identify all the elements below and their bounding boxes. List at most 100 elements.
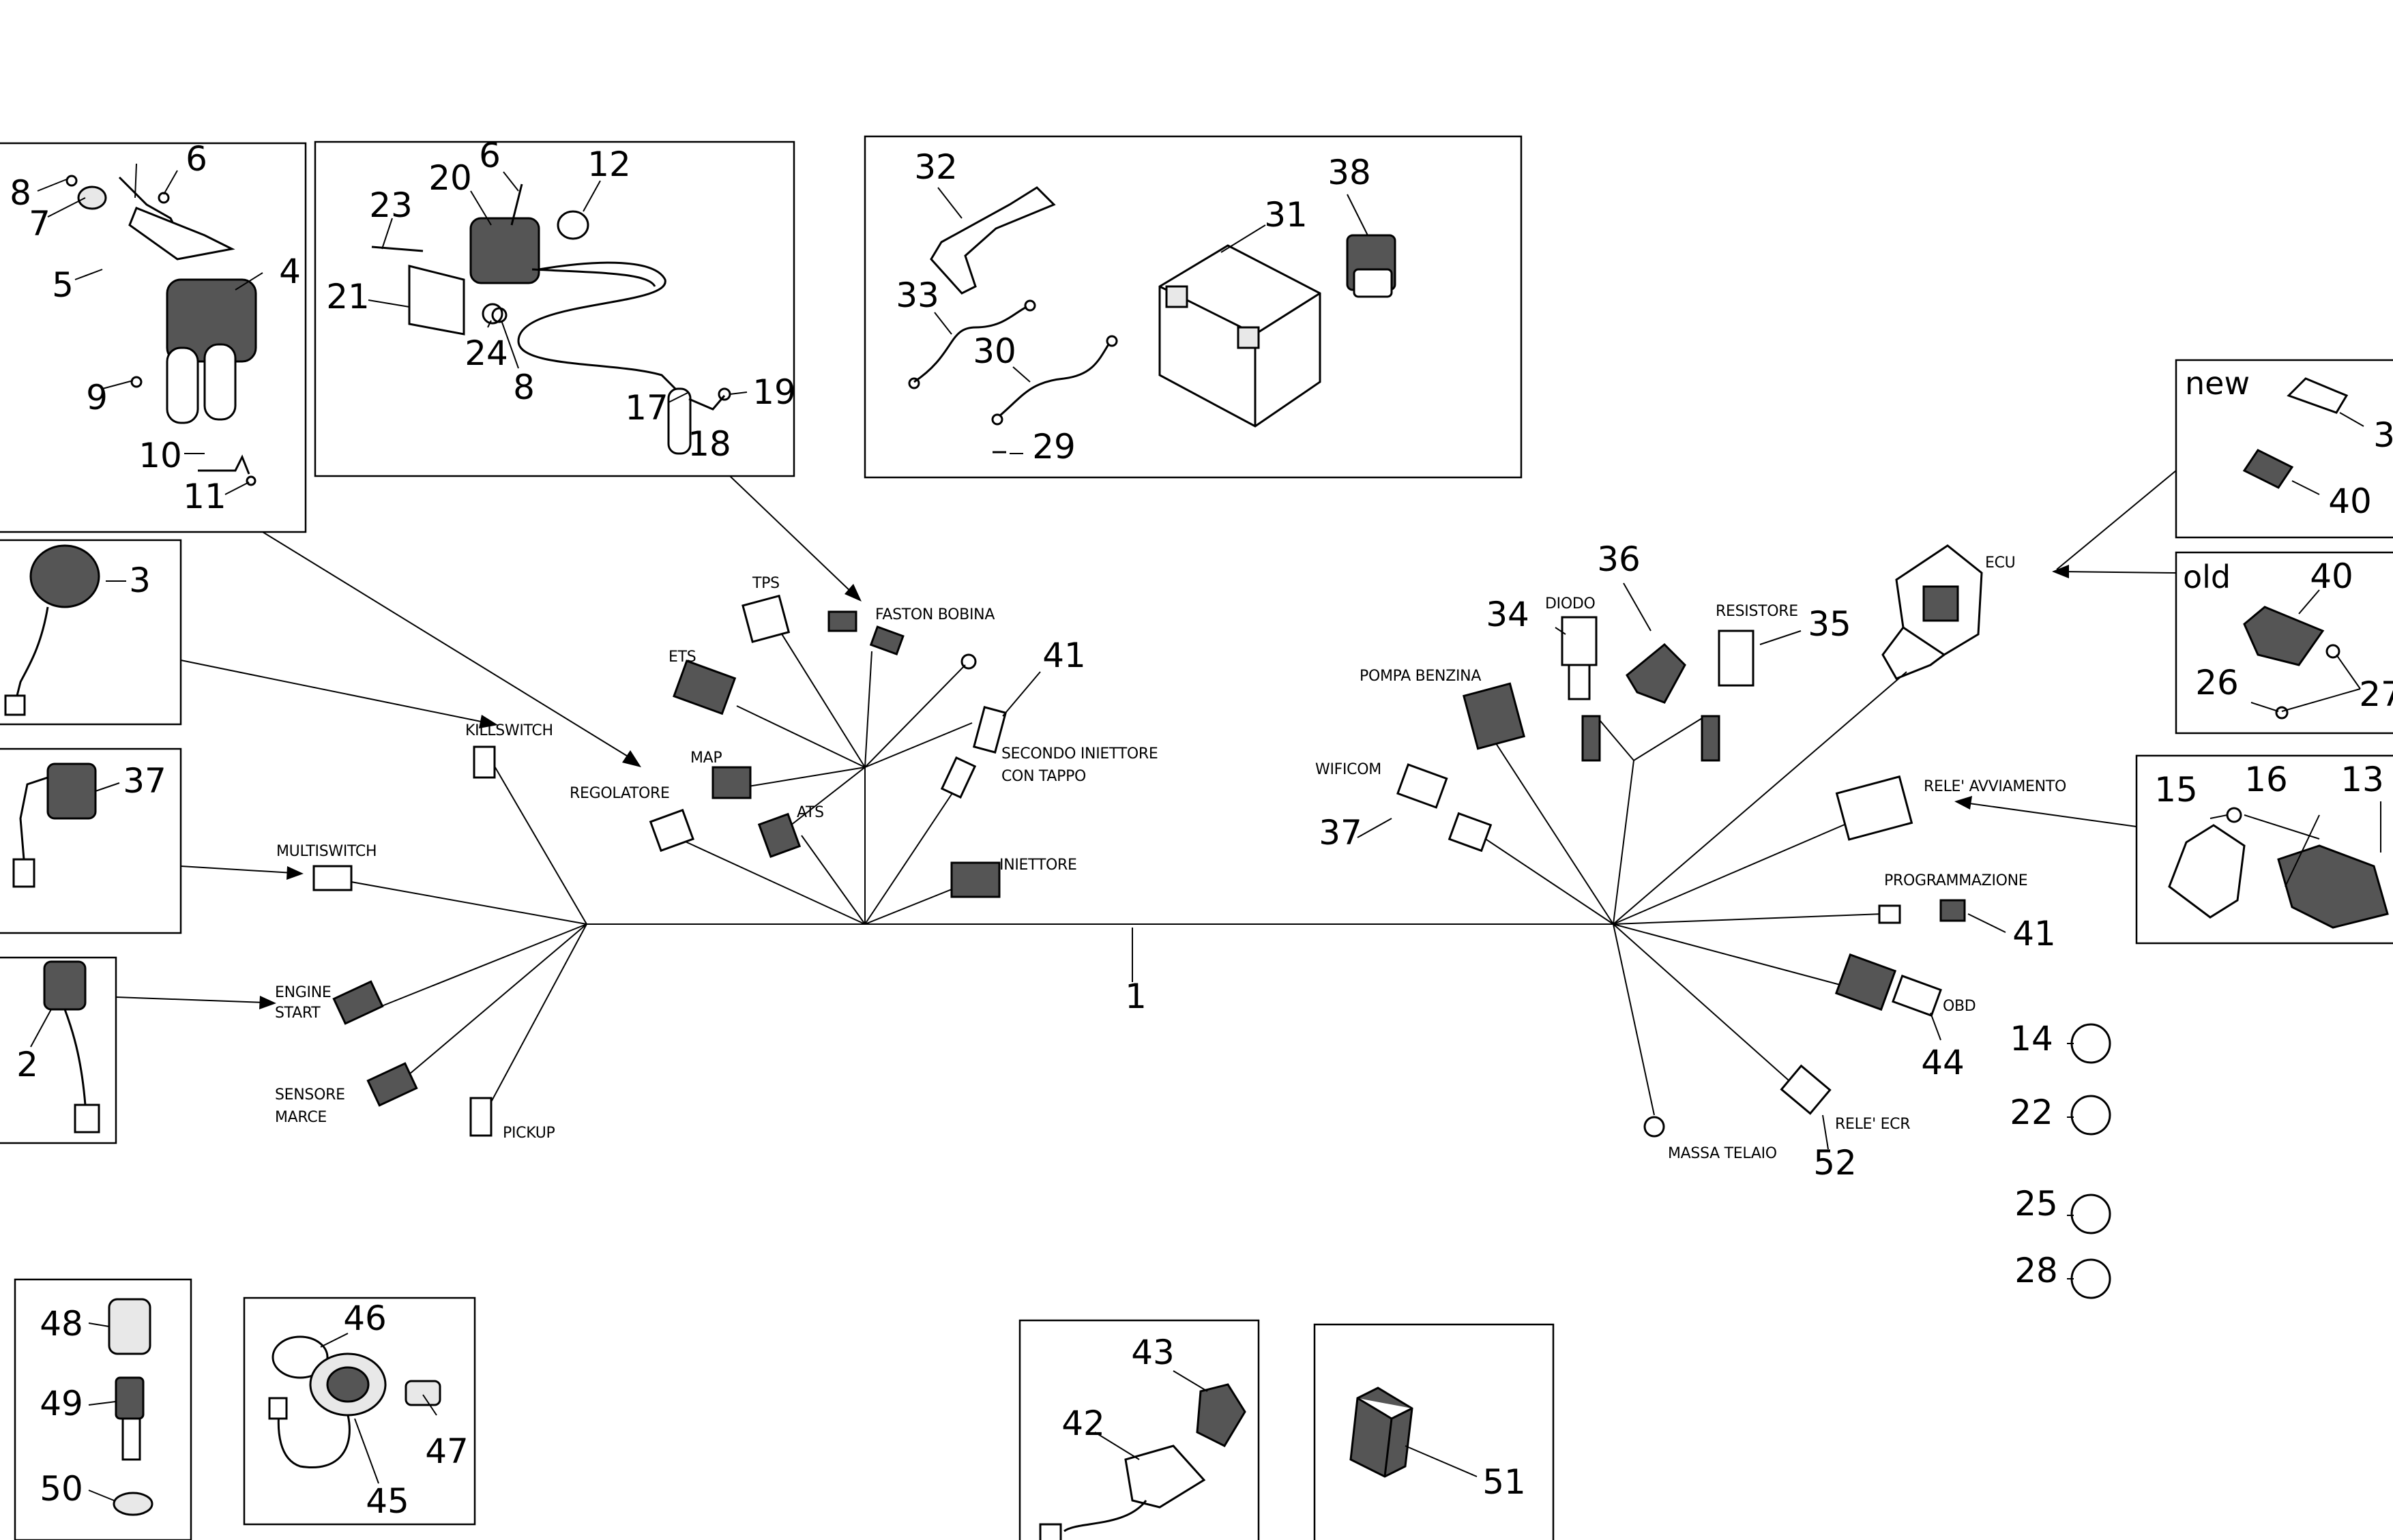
label-massa-telaio: MASSA TELAIO: [1668, 1145, 1777, 1162]
callout-28: 28: [2014, 1251, 2058, 1290]
box-sensor-45-47: [243, 1297, 476, 1526]
box-switch-37: [0, 747, 182, 934]
box-relay-assembly: [2135, 754, 2393, 945]
label-multiswitch: MULTISWITCH: [276, 843, 377, 860]
callout-16: 16: [2244, 760, 2288, 799]
label-new: new: [2185, 365, 2250, 402]
callout-4: 4: [279, 252, 301, 291]
label-resistore: RESISTORE: [1716, 603, 1798, 620]
callout-21: 21: [326, 277, 370, 316]
box-regulator-assembly: [0, 142, 307, 533]
callout-30: 30: [973, 331, 1016, 371]
callout-10: 10: [138, 436, 182, 475]
callout-31: 31: [1264, 195, 1308, 235]
callout-37a: 37: [123, 761, 166, 801]
box-battery-assembly: [864, 135, 1523, 479]
label-sensore-marce-1: SENSORE: [275, 1086, 345, 1104]
box-ecu-42-43: [1018, 1319, 1260, 1540]
callout-26: 26: [2195, 663, 2239, 702]
label-tps: TPS: [752, 575, 780, 592]
label-engine-start-1: ENGINE: [275, 984, 331, 1001]
callout-1: 1: [1125, 977, 1147, 1016]
callout-17: 17: [625, 388, 669, 428]
box-sensor-48-50: [14, 1278, 192, 1540]
callout-46: 46: [343, 1299, 387, 1338]
callout-45: 45: [366, 1481, 409, 1521]
callout-11: 11: [183, 477, 226, 516]
callout-23: 23: [369, 186, 413, 225]
callout-2: 2: [16, 1045, 38, 1084]
callout-22: 22: [2010, 1093, 2053, 1132]
label-programmazione: PROGRAMMAZIONE: [1884, 872, 2027, 889]
callout-20: 20: [428, 158, 472, 198]
callout-3a: 3: [129, 561, 151, 600]
label-engine-start-2: START: [275, 1005, 321, 1022]
label-sensore-marce-2: MARCE: [275, 1109, 327, 1126]
callout-51: 51: [1482, 1462, 1526, 1502]
harness-connectors: [312, 544, 1983, 1137]
callout-12: 12: [587, 145, 631, 184]
label-ecu: ECU: [1985, 554, 2015, 572]
box-relay-51: [1313, 1323, 1555, 1540]
callout-7: 7: [29, 204, 50, 243]
callout-40b: 40: [2310, 557, 2353, 596]
callout-36: 36: [1597, 539, 1641, 579]
box-ecu-old: [2175, 551, 2393, 735]
pointer-arrows: [115, 470, 2177, 1009]
label-rele-avviamento: RELE' AVVIAMENTO: [1924, 778, 2066, 795]
callout-40a: 40: [2328, 482, 2372, 521]
box-switch-3: [0, 539, 182, 726]
callout-42: 42: [1061, 1404, 1105, 1443]
callout-6: 6: [186, 139, 207, 179]
callout-41a: 41: [1042, 636, 1086, 675]
callout-43: 43: [1131, 1333, 1175, 1372]
label-diodo: DIODO: [1545, 595, 1596, 612]
callout-13: 13: [2340, 760, 2384, 799]
callout-35: 35: [1808, 604, 1851, 644]
callout-14: 14: [2010, 1019, 2053, 1058]
label-pompa-benzina: POMPA BENZINA: [1360, 668, 1481, 685]
box-ecu-new: [2175, 359, 2393, 539]
label-pickup: PICKUP: [503, 1125, 555, 1142]
label-map: MAP: [690, 750, 722, 767]
main-leaders: [1002, 582, 2006, 1150]
callout-34: 34: [1486, 595, 1529, 634]
label-killswitch: KILLSWITCH: [465, 722, 553, 739]
callout-9: 9: [86, 378, 108, 417]
label-secondo-iniettore-1: SECONDO INIETTORE: [1001, 745, 1158, 762]
callout-50: 50: [40, 1469, 83, 1509]
circlips: [2067, 1023, 2111, 1299]
callout-18: 18: [688, 424, 731, 464]
main-harness: [320, 627, 1907, 1138]
callout-32: 32: [914, 147, 958, 187]
variant-labels: new old: [2183, 365, 2250, 595]
callout-52: 52: [1813, 1143, 1857, 1183]
callout-8: 8: [10, 173, 31, 213]
callout-numbers: 1 8 7 6 4 5 9 10 11 3 37 2 6 12 20 23 21…: [10, 136, 2393, 1521]
label-ats: ATS: [797, 804, 824, 821]
box-switch-2: [0, 956, 117, 1144]
callout-38: 38: [1327, 153, 1371, 192]
label-old: old: [2183, 559, 2231, 595]
label-rele-ecr: RELE' ECR: [1835, 1116, 1910, 1133]
callout-25: 25: [2014, 1184, 2058, 1224]
callout-44: 44: [1921, 1043, 1965, 1082]
label-ets: ETS: [669, 649, 696, 666]
callout-29: 29: [1032, 427, 1076, 467]
callout-6b: 6: [479, 136, 501, 175]
callout-49: 49: [40, 1384, 83, 1423]
label-wificom: WIFICOM: [1315, 761, 1381, 778]
callout-37b: 37: [1319, 813, 1362, 853]
callout-33: 33: [896, 276, 939, 315]
callout-5: 5: [52, 265, 74, 305]
callout-48: 48: [40, 1304, 83, 1344]
callout-19: 19: [752, 372, 796, 412]
callout-24: 24: [465, 334, 508, 373]
label-faston-bobina: FASTON BOBINA: [875, 606, 995, 623]
label-secondo-iniettore-2: CON TAPPO: [1001, 768, 1086, 785]
callout-41b: 41: [2012, 914, 2056, 953]
callout-15: 15: [2154, 770, 2198, 810]
label-iniettore: INIETTORE: [999, 857, 1077, 874]
box-coil-assembly: [314, 140, 795, 477]
